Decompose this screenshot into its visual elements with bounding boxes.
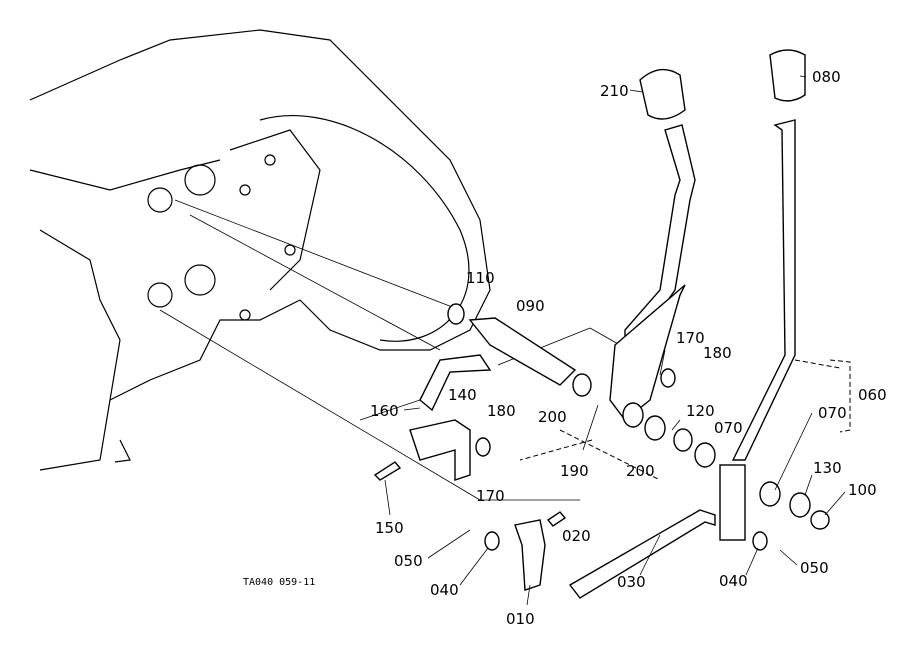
callout-030: 030 <box>617 573 646 591</box>
lever-plate <box>609 284 686 421</box>
knob-210 <box>639 68 686 120</box>
leader-lines <box>159 199 851 501</box>
callout-130: 130 <box>813 459 842 477</box>
callout-180b: 180 <box>487 402 516 420</box>
callout-080: 080 <box>812 68 841 86</box>
callouts: 210 080 110 090 170 180 060 160 140 180 … <box>370 68 887 628</box>
shaft-090 <box>468 317 577 386</box>
callout-020: 020 <box>562 527 591 545</box>
callout-070b: 070 <box>818 404 847 422</box>
washer-110 <box>447 303 465 325</box>
lever-060 <box>731 119 796 461</box>
drawing-code: TA040 059-11 <box>243 577 315 588</box>
callout-010: 010 <box>506 610 535 628</box>
callout-210: 210 <box>600 82 629 100</box>
lever-060-boss <box>719 464 746 541</box>
callout-060: 060 <box>858 386 887 404</box>
callout-040b: 040 <box>719 572 748 590</box>
callout-050b: 050 <box>800 559 829 577</box>
callout-170b: 170 <box>476 487 505 505</box>
callout-150: 150 <box>375 519 404 537</box>
callout-190: 190 <box>560 462 589 480</box>
knob-080 <box>769 49 806 102</box>
callout-110: 110 <box>466 269 495 287</box>
callout-050: 050 <box>394 552 423 570</box>
arm-160 <box>419 354 492 412</box>
callout-100: 100 <box>848 481 877 499</box>
rod-030 <box>568 509 716 599</box>
callout-120: 120 <box>686 402 715 420</box>
bracket-140 <box>409 419 471 481</box>
callout-200: 200 <box>538 408 567 426</box>
callout-170: 170 <box>676 329 705 347</box>
callout-090: 090 <box>516 297 545 315</box>
callout-140: 140 <box>448 386 477 404</box>
callout-040: 040 <box>430 581 459 599</box>
transmission-housing <box>29 29 491 471</box>
callout-160: 160 <box>370 402 399 420</box>
callout-leaders <box>384 75 846 606</box>
callout-070: 070 <box>714 419 743 437</box>
callout-180: 180 <box>703 344 732 362</box>
callout-200b: 200 <box>626 462 655 480</box>
arm-010 <box>514 519 546 591</box>
